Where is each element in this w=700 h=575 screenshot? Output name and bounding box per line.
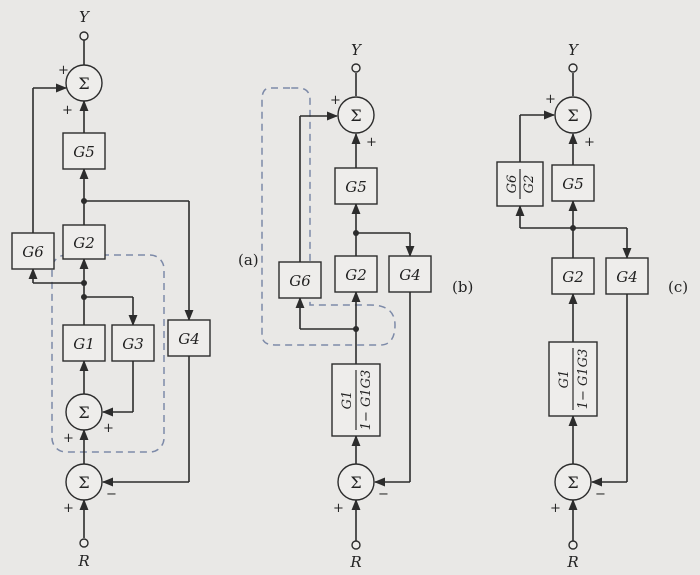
svg-text:+: +: [333, 501, 344, 516]
svg-text:Σ: Σ: [78, 473, 89, 492]
svg-text:−: −: [106, 487, 117, 502]
block-g5-b: G5: [334, 167, 378, 205]
svg-text:+: +: [63, 431, 74, 446]
block-g6-a: G6: [11, 232, 55, 270]
input-terminal-c: [568, 540, 578, 550]
svg-text:G3: G3: [122, 335, 144, 353]
block-g5-a: G5: [62, 132, 106, 170]
svg-text:+: +: [330, 93, 341, 108]
svg-text:G4: G4: [178, 330, 200, 348]
svg-text:G2: G2: [73, 234, 95, 252]
svg-text:G1: G1: [73, 335, 95, 353]
svg-text:+: +: [103, 421, 114, 436]
block-g2-a: G2: [62, 224, 106, 260]
output-terminal-c: [568, 63, 578, 73]
block-g4-b: G4: [388, 255, 432, 293]
svg-text:G5: G5: [345, 178, 367, 196]
summing-junction-b1: Σ: [337, 463, 375, 501]
block-g1-a: G1: [62, 324, 106, 362]
svg-text:Σ: Σ: [567, 106, 578, 125]
output-label-c: Y: [568, 41, 580, 59]
dashed-region-a: [51, 254, 165, 453]
output-label-a: Y: [79, 8, 91, 26]
svg-text:Σ: Σ: [78, 403, 89, 422]
output-terminal-a: [79, 31, 89, 41]
input-terminal-a: [79, 538, 89, 548]
output-label-b: Y: [351, 41, 363, 59]
svg-text:1− G1G3: 1− G1G3: [576, 349, 591, 410]
svg-text:Σ: Σ: [350, 106, 361, 125]
block-g3-a: G3: [111, 324, 155, 362]
block-g4-c: G4: [605, 257, 649, 295]
svg-text:G2: G2: [522, 175, 537, 194]
svg-text:+: +: [62, 103, 73, 118]
svg-text:+: +: [584, 135, 595, 150]
svg-text:Σ: Σ: [350, 473, 361, 492]
svg-text:G4: G4: [616, 268, 638, 286]
svg-text:+: +: [550, 501, 561, 516]
block-combined-c: G1 1− G1G3: [548, 341, 598, 417]
svg-text:+: +: [63, 501, 74, 516]
summing-junction-c2: Σ: [554, 96, 592, 134]
dashed-region-b: [261, 87, 396, 346]
diagram-a: Σ Σ Σ G1 G3 G4 G2 G6: [11, 8, 259, 570]
output-terminal-b: [351, 63, 361, 73]
svg-text:G1: G1: [557, 370, 572, 389]
svg-text:−: −: [378, 487, 389, 502]
svg-text:G4: G4: [399, 266, 421, 284]
summing-junction-a2: Σ: [65, 393, 103, 431]
caption-b: (b): [452, 278, 473, 296]
block-g4-a: G4: [167, 319, 211, 357]
svg-text:G1: G1: [340, 391, 355, 410]
svg-text:−: −: [595, 487, 606, 502]
summing-junction-b2: Σ: [337, 96, 375, 134]
input-label-a: R: [77, 552, 89, 570]
svg-text:+: +: [58, 63, 69, 78]
svg-text:G2: G2: [562, 268, 584, 286]
svg-text:G5: G5: [73, 143, 95, 161]
input-label-b: R: [349, 553, 361, 571]
input-terminal-b: [351, 540, 361, 550]
block-combined-b: G1 1− G1G3: [331, 363, 381, 437]
summing-junction-c1: Σ: [554, 463, 592, 501]
svg-text:G5: G5: [562, 175, 584, 193]
summing-junction-a3: Σ: [65, 64, 103, 102]
caption-a: (a): [238, 251, 259, 269]
svg-text:Σ: Σ: [78, 74, 89, 93]
svg-text:1− G1G3: 1− G1G3: [359, 370, 374, 431]
input-label-c: R: [566, 553, 578, 571]
block-g2-b: G2: [334, 255, 378, 293]
diagram-b: Σ Σ G1 1− G1G3 G2 G6 G4 G5: [261, 41, 473, 571]
block-g6-b: G6: [278, 261, 322, 299]
block-g2-c: G2: [551, 257, 595, 295]
block-g5-c: G5: [551, 164, 595, 202]
svg-text:G6: G6: [289, 272, 311, 290]
svg-text:+: +: [366, 135, 377, 150]
svg-text:+: +: [545, 92, 556, 107]
diagram-c: Σ Σ G1 1− G1G3 G2 G4 G5: [496, 41, 688, 571]
svg-text:G6: G6: [22, 243, 44, 261]
svg-text:G6: G6: [505, 175, 520, 194]
svg-text:G2: G2: [345, 266, 367, 284]
svg-text:Σ: Σ: [567, 473, 578, 492]
caption-c: (c): [668, 278, 688, 296]
block-g6-over-g2-c: G6 G2: [496, 161, 544, 207]
summing-junction-a1: Σ: [65, 463, 103, 501]
